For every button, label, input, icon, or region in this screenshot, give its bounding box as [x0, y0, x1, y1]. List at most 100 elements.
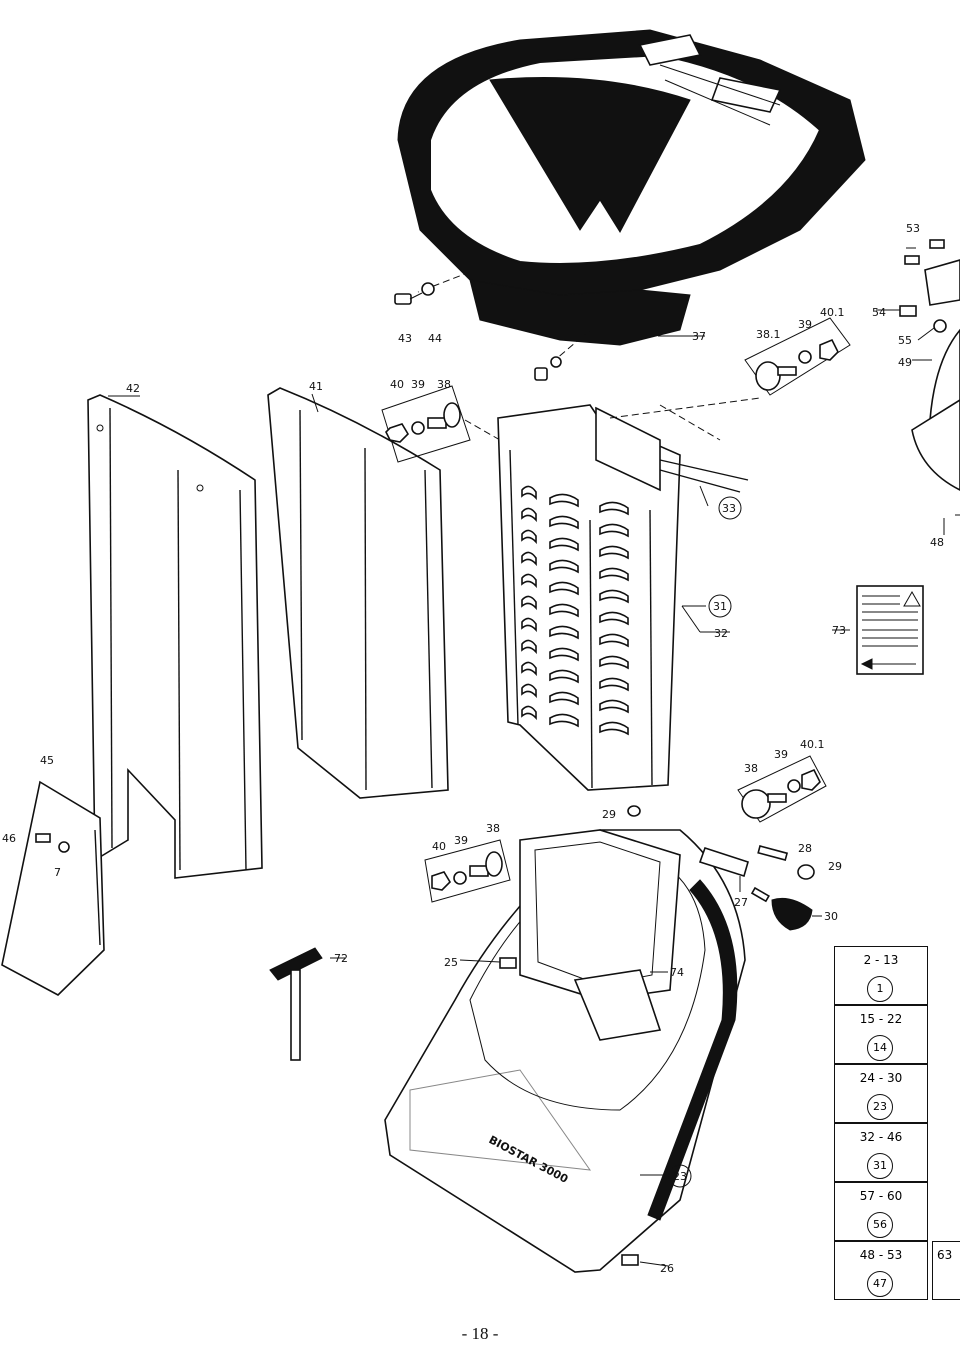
label-54: 54 — [872, 306, 886, 319]
label-55: 55 — [898, 334, 912, 347]
hardware-set-middle — [424, 839, 511, 903]
grille-slot — [599, 501, 629, 516]
legend-range: 48 - 53 — [859, 1248, 903, 1262]
label-27: 27 — [734, 896, 748, 909]
grille-slot — [599, 633, 629, 648]
label-73: 73 — [832, 624, 846, 637]
label-45: 45 — [40, 754, 54, 767]
legend-row-partial: 63 — [932, 1241, 960, 1300]
label-38a: 38 — [437, 378, 451, 391]
label-30: 30 — [824, 910, 838, 923]
grille-slot — [521, 617, 537, 633]
legend-ref-circle: 56 — [867, 1212, 893, 1238]
label-40b: 40 — [432, 840, 446, 853]
hardware-set-lower — [737, 755, 827, 823]
label-31: 31 — [713, 600, 727, 613]
label-40-1a: 40.1 — [820, 306, 845, 319]
label-48: 48 — [930, 536, 944, 549]
page-number: - 18 - — [461, 1324, 499, 1343]
legend-ref-circle: 23 — [867, 1094, 893, 1120]
label-43: 43 — [398, 332, 412, 345]
grille-slot — [521, 595, 537, 611]
label-23: 23 — [673, 1170, 687, 1183]
label-29b: 29 — [828, 860, 842, 873]
legend-ref-circle: 31 — [867, 1153, 893, 1179]
grille-slot — [549, 691, 579, 706]
label-39c: 39 — [454, 834, 468, 847]
label-44: 44 — [428, 332, 442, 345]
legend-range: 15 - 22 — [859, 1012, 903, 1026]
grille-slot — [549, 603, 579, 618]
label-25: 25 — [444, 956, 458, 969]
grille-slot — [521, 705, 537, 721]
legend-range: 24 - 30 — [859, 1071, 903, 1085]
leader-lines — [108, 247, 945, 1267]
grille-housing-31 — [497, 404, 749, 791]
hardware-set-top — [381, 385, 471, 463]
label-42: 42 — [126, 382, 140, 395]
grille-slot — [521, 551, 537, 567]
legend-row: 24 - 30 23 — [834, 1064, 928, 1123]
circled-labels — [668, 496, 742, 1188]
label-26: 26 — [660, 1262, 674, 1275]
grille-slot — [521, 573, 537, 589]
grille-slot — [599, 589, 629, 604]
label-38-1: 38.1 — [756, 328, 781, 341]
label-29a: 29 — [602, 808, 616, 821]
legend-row: 48 - 53 47 — [834, 1241, 928, 1300]
legend-ref-circle: 47 — [867, 1271, 893, 1297]
legend-range: 2 - 13 — [863, 953, 899, 967]
grille-slot — [521, 639, 537, 655]
grille-slot — [549, 669, 579, 684]
grille-slot — [521, 485, 537, 501]
grille-slot — [599, 677, 629, 692]
grille-slot — [521, 507, 537, 523]
small-hardware — [499, 805, 815, 1266]
label-41: 41 — [309, 380, 323, 393]
grille-slot — [521, 683, 537, 699]
warning-label-73 — [856, 585, 924, 675]
grille-slot — [599, 699, 629, 714]
legend-range: 32 - 46 — [859, 1130, 903, 1144]
label-28: 28 — [798, 842, 812, 855]
label-46: 46 — [2, 832, 16, 845]
label-74: 74 — [670, 966, 684, 979]
label-49: 49 — [898, 356, 912, 369]
grille-slot — [549, 581, 579, 596]
grille-slot — [599, 721, 629, 736]
hardware-set-right — [744, 317, 851, 396]
grille-slot — [549, 647, 579, 662]
grille-slots — [521, 485, 629, 736]
panel-41 — [267, 387, 449, 799]
grille-slot — [549, 559, 579, 574]
grille-slot — [549, 713, 579, 728]
grille-slot — [599, 611, 629, 626]
grille-slot — [549, 515, 579, 530]
screw-hopper-bottom — [534, 356, 562, 381]
grille-slot — [549, 493, 579, 508]
cover-42 — [87, 394, 263, 879]
label-32: 32 — [714, 627, 728, 640]
label-7: 7 — [54, 866, 61, 879]
grille-slot — [521, 661, 537, 677]
bracket-45 — [1, 780, 105, 996]
grille-slot — [599, 545, 629, 560]
label-38c: 38 — [744, 762, 758, 775]
grille-slot — [599, 523, 629, 538]
grille-slot — [599, 567, 629, 582]
side-parts — [899, 239, 960, 516]
grille-slot — [549, 537, 579, 552]
hopper — [397, 29, 866, 346]
main-housing-23: BIOSTAR 3000 — [384, 829, 746, 1273]
legend-range-partial: 63 — [937, 1248, 953, 1262]
label-72: 72 — [334, 952, 348, 965]
legend-row: 32 - 46 31 — [834, 1123, 928, 1182]
t-key-72 — [269, 947, 323, 1061]
grille-slot — [599, 655, 629, 670]
screw-43-44 — [394, 282, 435, 305]
label-40a: 40 — [390, 378, 404, 391]
